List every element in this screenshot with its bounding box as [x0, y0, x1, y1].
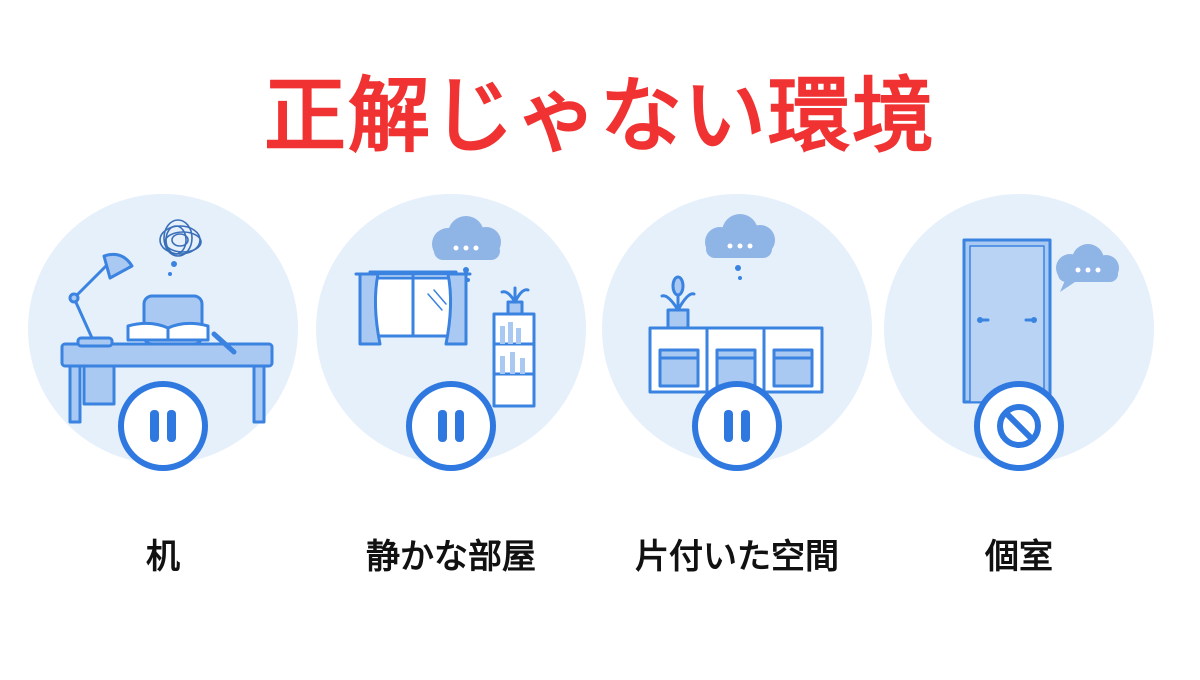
prohibited-icon	[974, 381, 1064, 471]
item-quiet-room: 静かな部屋	[316, 194, 586, 594]
item-label: 静かな部屋	[366, 537, 536, 577]
desk-lamp-book-icon	[60, 219, 274, 424]
storage-shelf-icon	[648, 214, 824, 394]
door-icon	[962, 238, 1119, 404]
pause-icon	[406, 381, 496, 471]
page-title: 正解じゃない環境	[263, 69, 936, 164]
item-tidy-space: 片付いた空間	[602, 194, 872, 594]
window-bookshelf-icon	[354, 216, 536, 408]
pause-icon	[692, 381, 782, 471]
item-private-room: 個室	[884, 194, 1154, 594]
item-desk: 机	[28, 194, 298, 594]
item-label: 机	[146, 537, 180, 577]
pause-icon	[118, 381, 208, 471]
item-label: 片付いた空間	[635, 537, 839, 577]
item-label: 個室	[985, 537, 1053, 577]
